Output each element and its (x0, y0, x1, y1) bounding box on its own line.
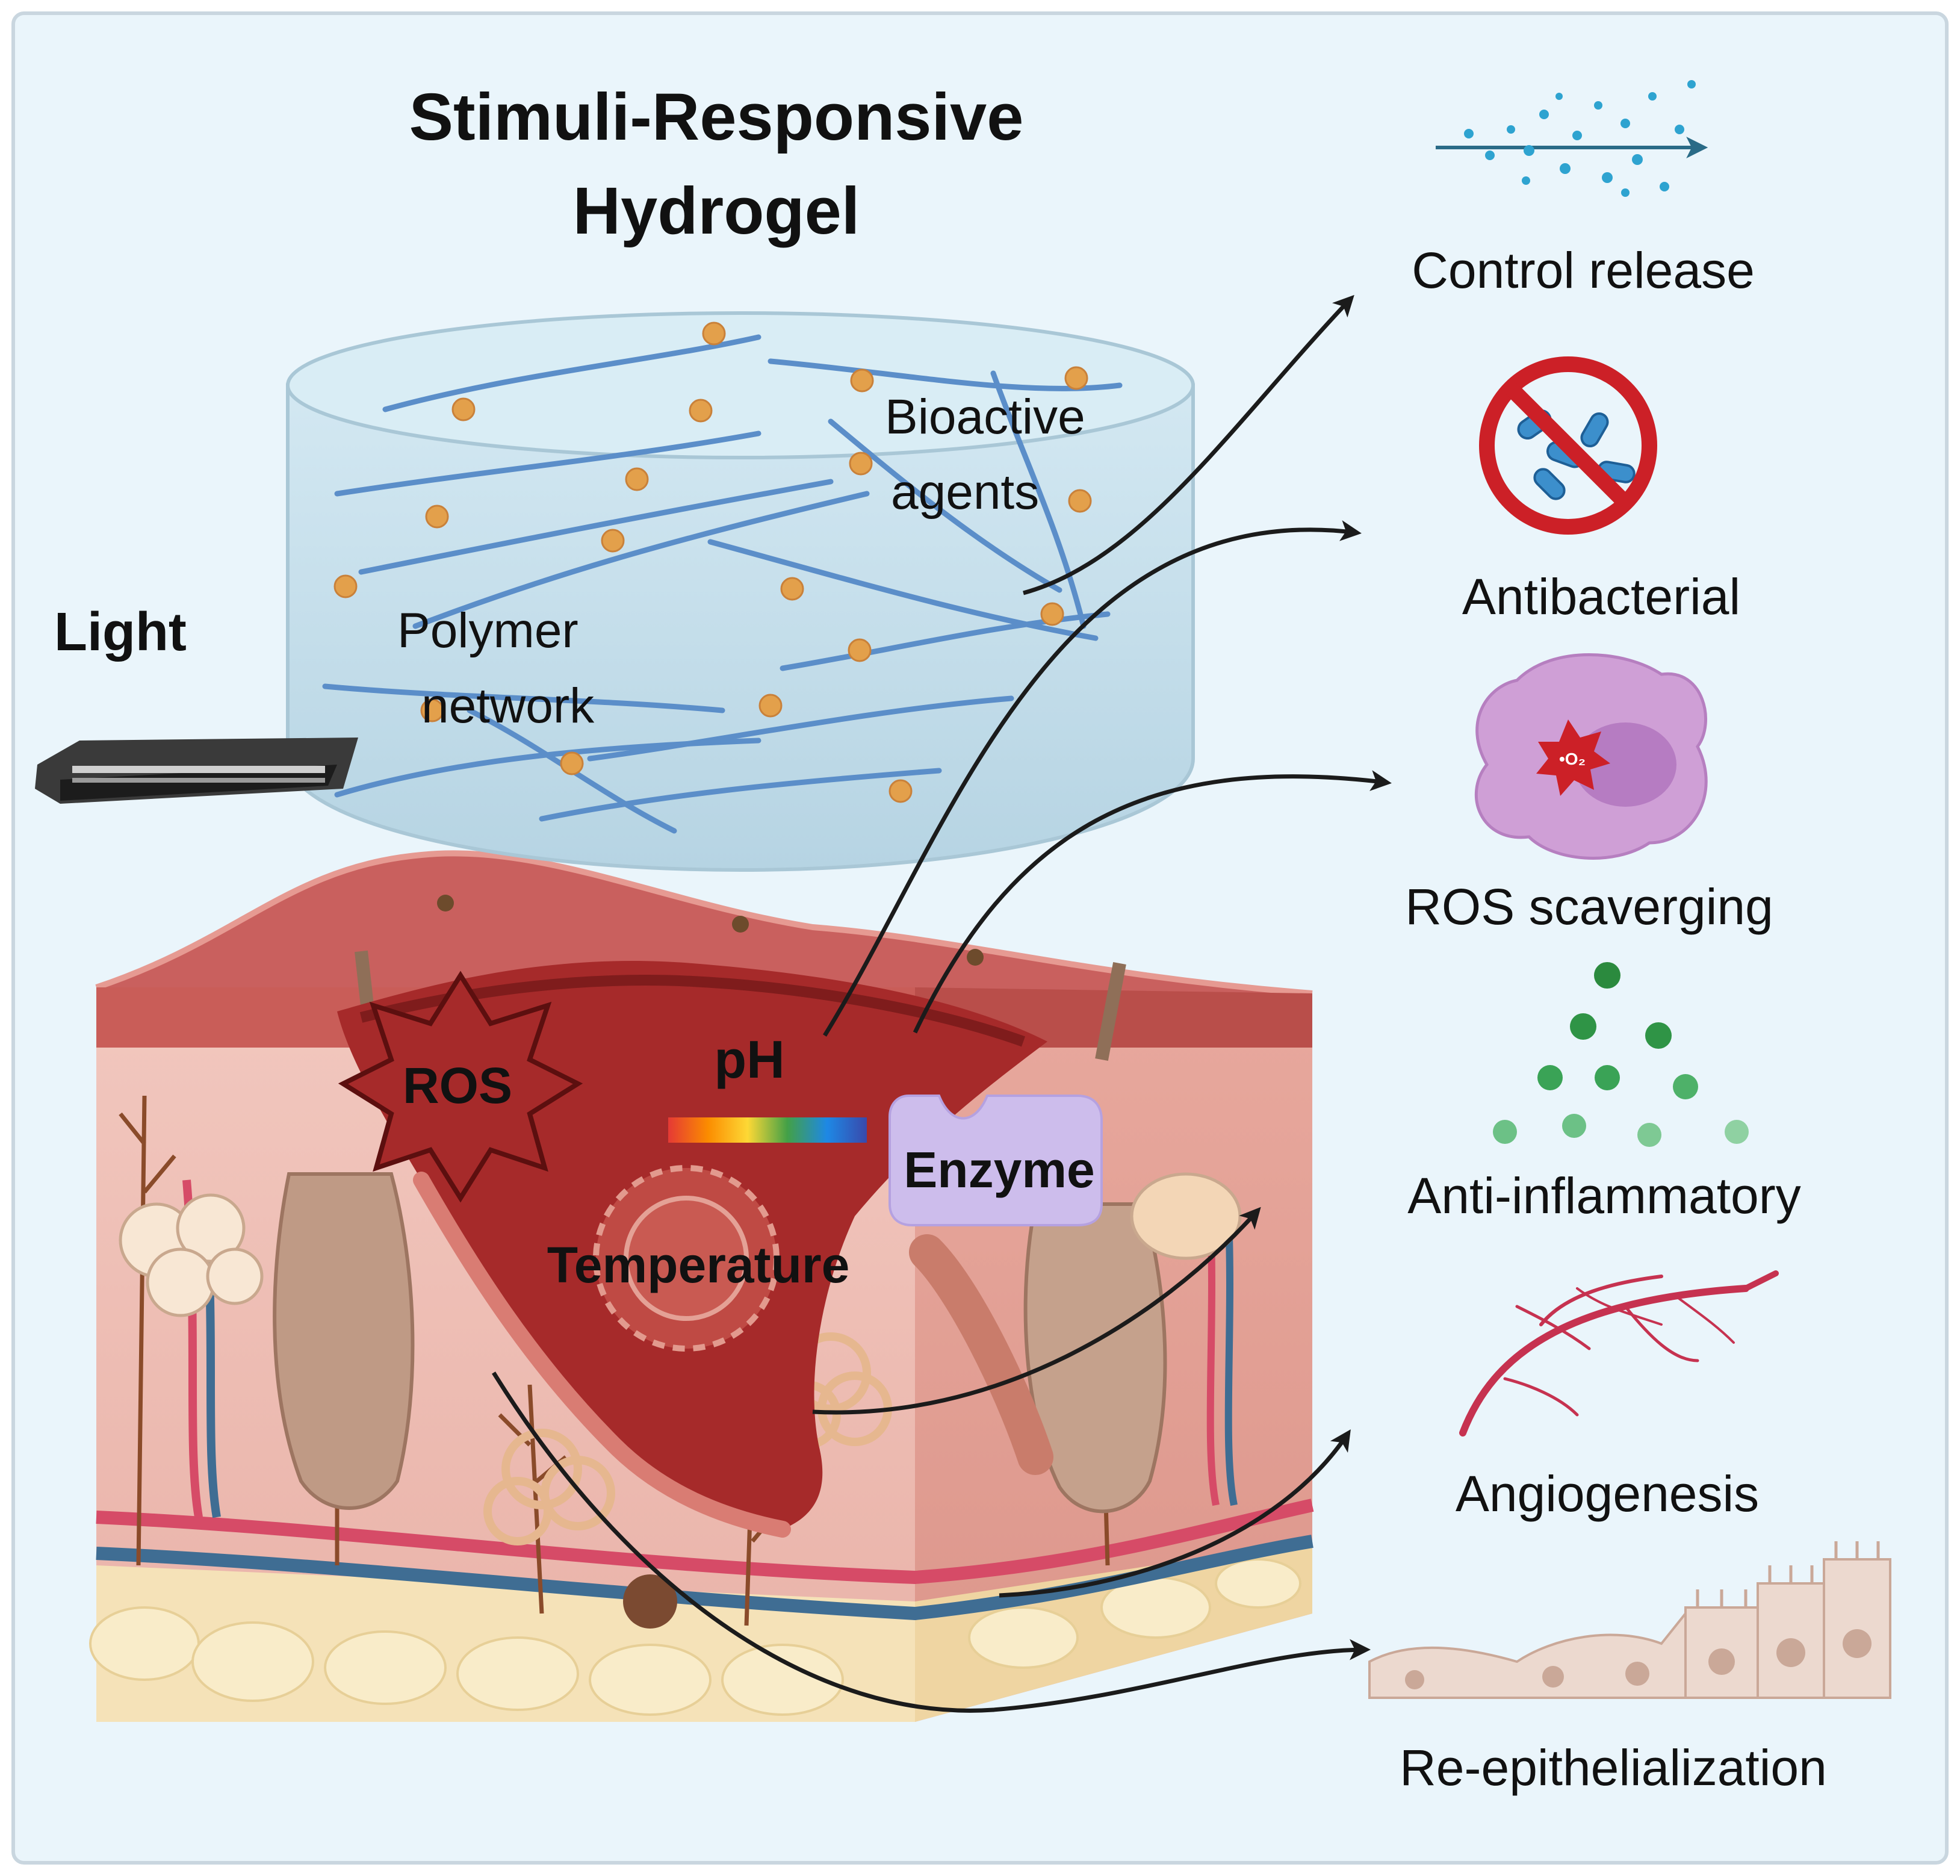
arrow-to-antibacterial (823, 520, 1362, 1037)
ros-starburst-icon (338, 971, 583, 1203)
ph-gradient-bar (668, 1117, 867, 1143)
polymer-label-line1: Polymer (397, 603, 578, 658)
figure-title-line2: Hydrogel (573, 174, 860, 248)
ros-label: ROS (403, 1057, 512, 1114)
effect-control-release: Control release (1412, 242, 1755, 299)
no-bacteria-icon (1479, 356, 1657, 535)
arrow-to-ros-scavenging (913, 770, 1392, 1034)
polymer-label-line2: network (421, 679, 595, 733)
vessel-icon (1459, 1270, 1779, 1437)
enzyme-icon (889, 1095, 1103, 1226)
release-dots-icon (1436, 80, 1708, 197)
effect-antibacterial: Antibacterial (1462, 568, 1740, 625)
effect-ros-scavenging: ROS scaverging (1405, 878, 1773, 935)
epithelial-cells-icon (1368, 1541, 1891, 1699)
arrow-to-control-release (1023, 294, 1354, 595)
bioactive-label-line2: agents (891, 465, 1039, 520)
effect-anti-inflammatory: Anti-inflammatory (1407, 1167, 1801, 1224)
enzyme-label: Enzyme (904, 1141, 1094, 1198)
bioactive-agents (333, 321, 1092, 803)
arrow-to-re-epithelialization (492, 1371, 1371, 1713)
bioactive-label-line1: Bioactive (885, 390, 1085, 444)
light-device-icon (35, 738, 358, 804)
arrow-to-angiogenesis (999, 1429, 1351, 1598)
anti-inflammatory-dots-icon (1493, 962, 1749, 1147)
figure-title-line1: Stimuli-Responsive (409, 80, 1024, 154)
ros-badge-label: •O₂ (1559, 750, 1586, 768)
temperature-sun-icon (593, 1165, 780, 1352)
light-label: Light (54, 602, 187, 662)
effect-angiogenesis: Angiogenesis (1456, 1465, 1759, 1522)
macrophage-icon: •O₂ (1474, 653, 1708, 860)
arrow-to-anti-inflammatory (812, 1207, 1261, 1415)
effect-arrows (492, 294, 1392, 1713)
hydrogel-disc (286, 311, 1195, 872)
ph-label: pH (714, 1030, 784, 1089)
temperature-label: Temperature (547, 1237, 850, 1293)
effect-re-epithelialization: Re-epithelialization (1400, 1739, 1827, 1796)
